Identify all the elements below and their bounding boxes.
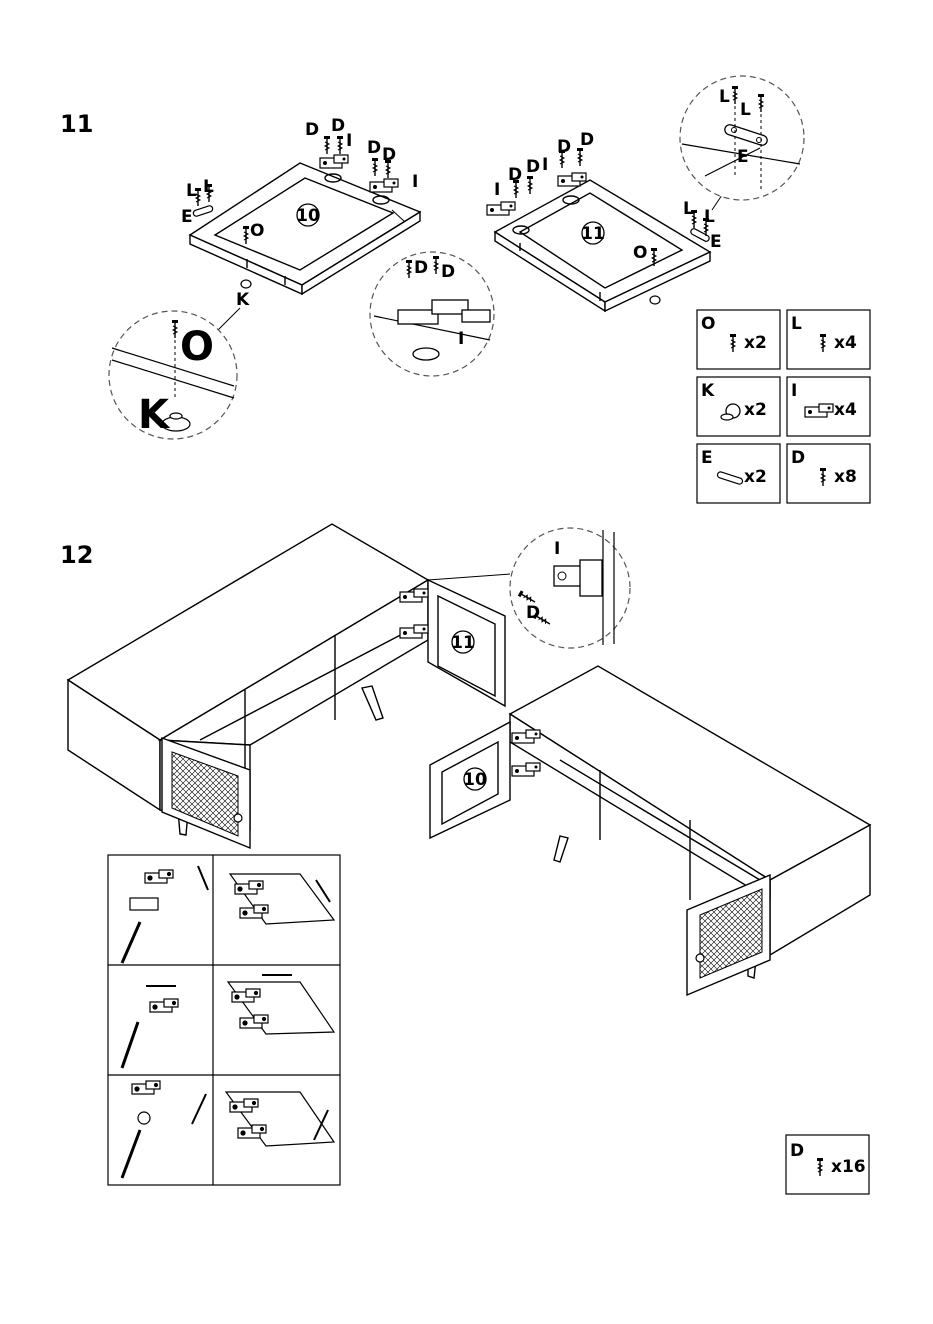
part-cell-o: Ox2 [697, 310, 780, 369]
part-quantity: x4 [834, 400, 857, 420]
step-number-12: 12 [60, 541, 93, 569]
label-i: I [494, 180, 500, 200]
label-l: L [186, 181, 197, 201]
hinge-icon [512, 763, 540, 776]
label-i: I [346, 131, 352, 151]
part-cell-e: Ex2 [697, 444, 780, 503]
step-number-11: 11 [60, 110, 93, 138]
door-panel-11 [495, 180, 710, 311]
label-k: K [236, 290, 250, 310]
label-o-large: O [180, 324, 214, 370]
panel-number-10: 10 [463, 770, 487, 790]
detail-circle-knob: O K [109, 311, 237, 439]
screw-icon [577, 148, 583, 166]
hinge-icon [370, 179, 398, 192]
label-d: D [414, 258, 428, 278]
label-l: L [740, 100, 751, 120]
step12-parts-box: D x16 [786, 1135, 869, 1194]
label-i: I [542, 155, 548, 175]
screw-icon [372, 158, 378, 176]
part-cell-k: Kx2 [697, 377, 780, 436]
part-quantity: x2 [744, 333, 767, 353]
label-l: L [203, 177, 214, 197]
part-quantity: x2 [744, 467, 767, 487]
part-cell-l: Lx4 [787, 310, 870, 369]
screw-icon [337, 136, 343, 154]
label-d: D [441, 262, 455, 282]
label-i: I [554, 539, 560, 559]
label-d: D [382, 145, 396, 165]
panel-number-10: 10 [296, 206, 320, 226]
label-l: L [683, 199, 694, 219]
part-quantity: x16 [831, 1157, 866, 1177]
knob-icon [650, 296, 660, 304]
label-d: D [331, 116, 345, 136]
label-e: E [737, 147, 749, 167]
detail-circle-plate: L L E [680, 76, 804, 200]
label-d: D [305, 120, 319, 140]
right-cabinet-door-mesh [687, 875, 770, 995]
label-o: O [633, 243, 647, 263]
hinge-icon [320, 155, 348, 168]
panel-number-11: 11 [581, 224, 605, 244]
label-d: D [526, 603, 540, 623]
part-quantity: x8 [834, 467, 857, 487]
label-d: D [367, 138, 381, 158]
part-letter: E [701, 448, 713, 468]
label-i: I [412, 172, 418, 192]
part-quantity: x4 [834, 333, 857, 353]
screw-icon [324, 136, 330, 154]
label-e: E [710, 232, 722, 252]
label-i: I [458, 329, 464, 349]
part-letter: D [790, 1141, 804, 1161]
label-d: D [557, 137, 571, 157]
part-quantity: x2 [744, 400, 767, 420]
part-letter: K [701, 381, 715, 401]
part-letter: L [791, 314, 802, 334]
label-l: L [704, 207, 715, 227]
panel-number-11: 11 [451, 633, 475, 653]
part-cell-d: Dx8 [787, 444, 870, 503]
label-k-large: K [138, 392, 171, 438]
screw-icon [527, 176, 533, 194]
label-l: L [719, 87, 730, 107]
label-e: E [181, 207, 193, 227]
detail-circle-hinge-mount: I D [510, 528, 630, 648]
label-d: D [580, 130, 594, 150]
part-letter: I [791, 381, 797, 401]
part-cell-i: Ix4 [787, 377, 870, 436]
label-o: O [250, 221, 264, 241]
label-d: D [526, 157, 540, 177]
part-letter: D [791, 448, 805, 468]
plate-e-icon [193, 205, 214, 217]
hinge-icon [487, 202, 515, 215]
label-d: D [508, 165, 522, 185]
hinge-adjustment-grid [108, 855, 340, 1185]
knob-icon [241, 280, 251, 288]
part-letter: O [701, 314, 715, 334]
